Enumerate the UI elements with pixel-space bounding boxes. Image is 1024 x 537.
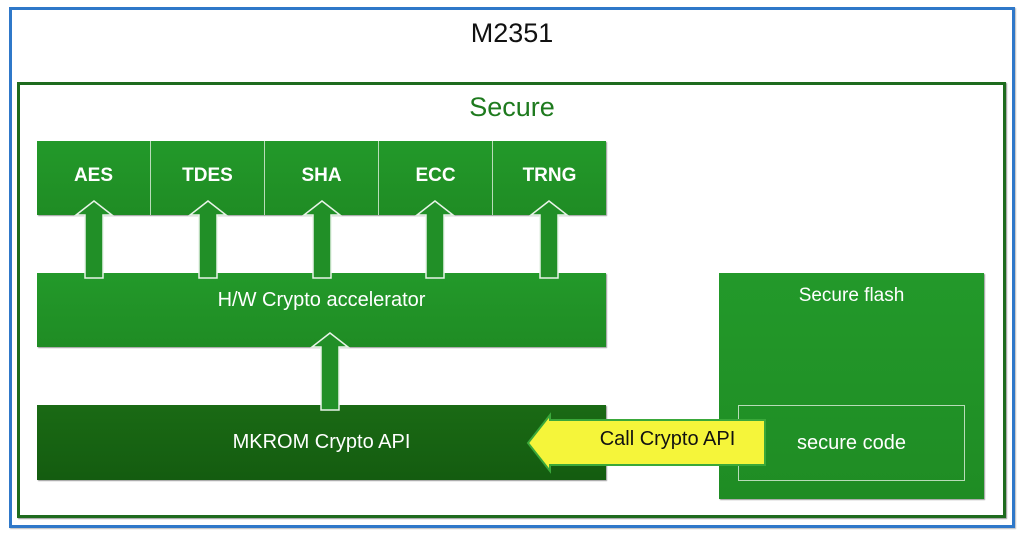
call-arrow-label: Call Crypto API [599, 428, 736, 450]
engine-label: TRNG [522, 165, 577, 186]
engine-trng: TRNG [493, 141, 606, 215]
accelerator-label: H/W Crypto accelerator [217, 288, 426, 311]
call-crypto-api-arrow-icon [526, 412, 766, 474]
engine-ecc: ECC [379, 141, 493, 215]
up-arrow-trng-icon [528, 200, 570, 279]
up-arrow-sha-icon [301, 200, 343, 279]
hw-crypto-accelerator: H/W Crypto accelerator [37, 273, 606, 347]
engine-tdes: TDES [151, 141, 265, 215]
engine-label: ECC [415, 165, 456, 186]
chip-title: M2351 [470, 18, 554, 48]
engine-label: SHA [301, 165, 342, 186]
up-arrow-aes-icon [73, 200, 115, 279]
engine-label: AES [73, 165, 114, 186]
secure-flash-title: Secure flash [798, 285, 905, 306]
engine-label: TDES [182, 165, 233, 186]
up-arrow-ecc-icon [414, 200, 456, 279]
up-arrow-tdes-icon [187, 200, 229, 279]
engine-aes: AES [37, 141, 151, 215]
secure-region [17, 82, 1006, 518]
up-arrow-accelerator-icon [309, 332, 351, 411]
api-label: MKROM Crypto API [232, 431, 411, 453]
mkrom-crypto-api: MKROM Crypto API [37, 405, 606, 480]
secure-code-label: secure code [797, 431, 906, 454]
secure-region-title: Secure [469, 92, 555, 122]
engine-sha: SHA [265, 141, 379, 215]
